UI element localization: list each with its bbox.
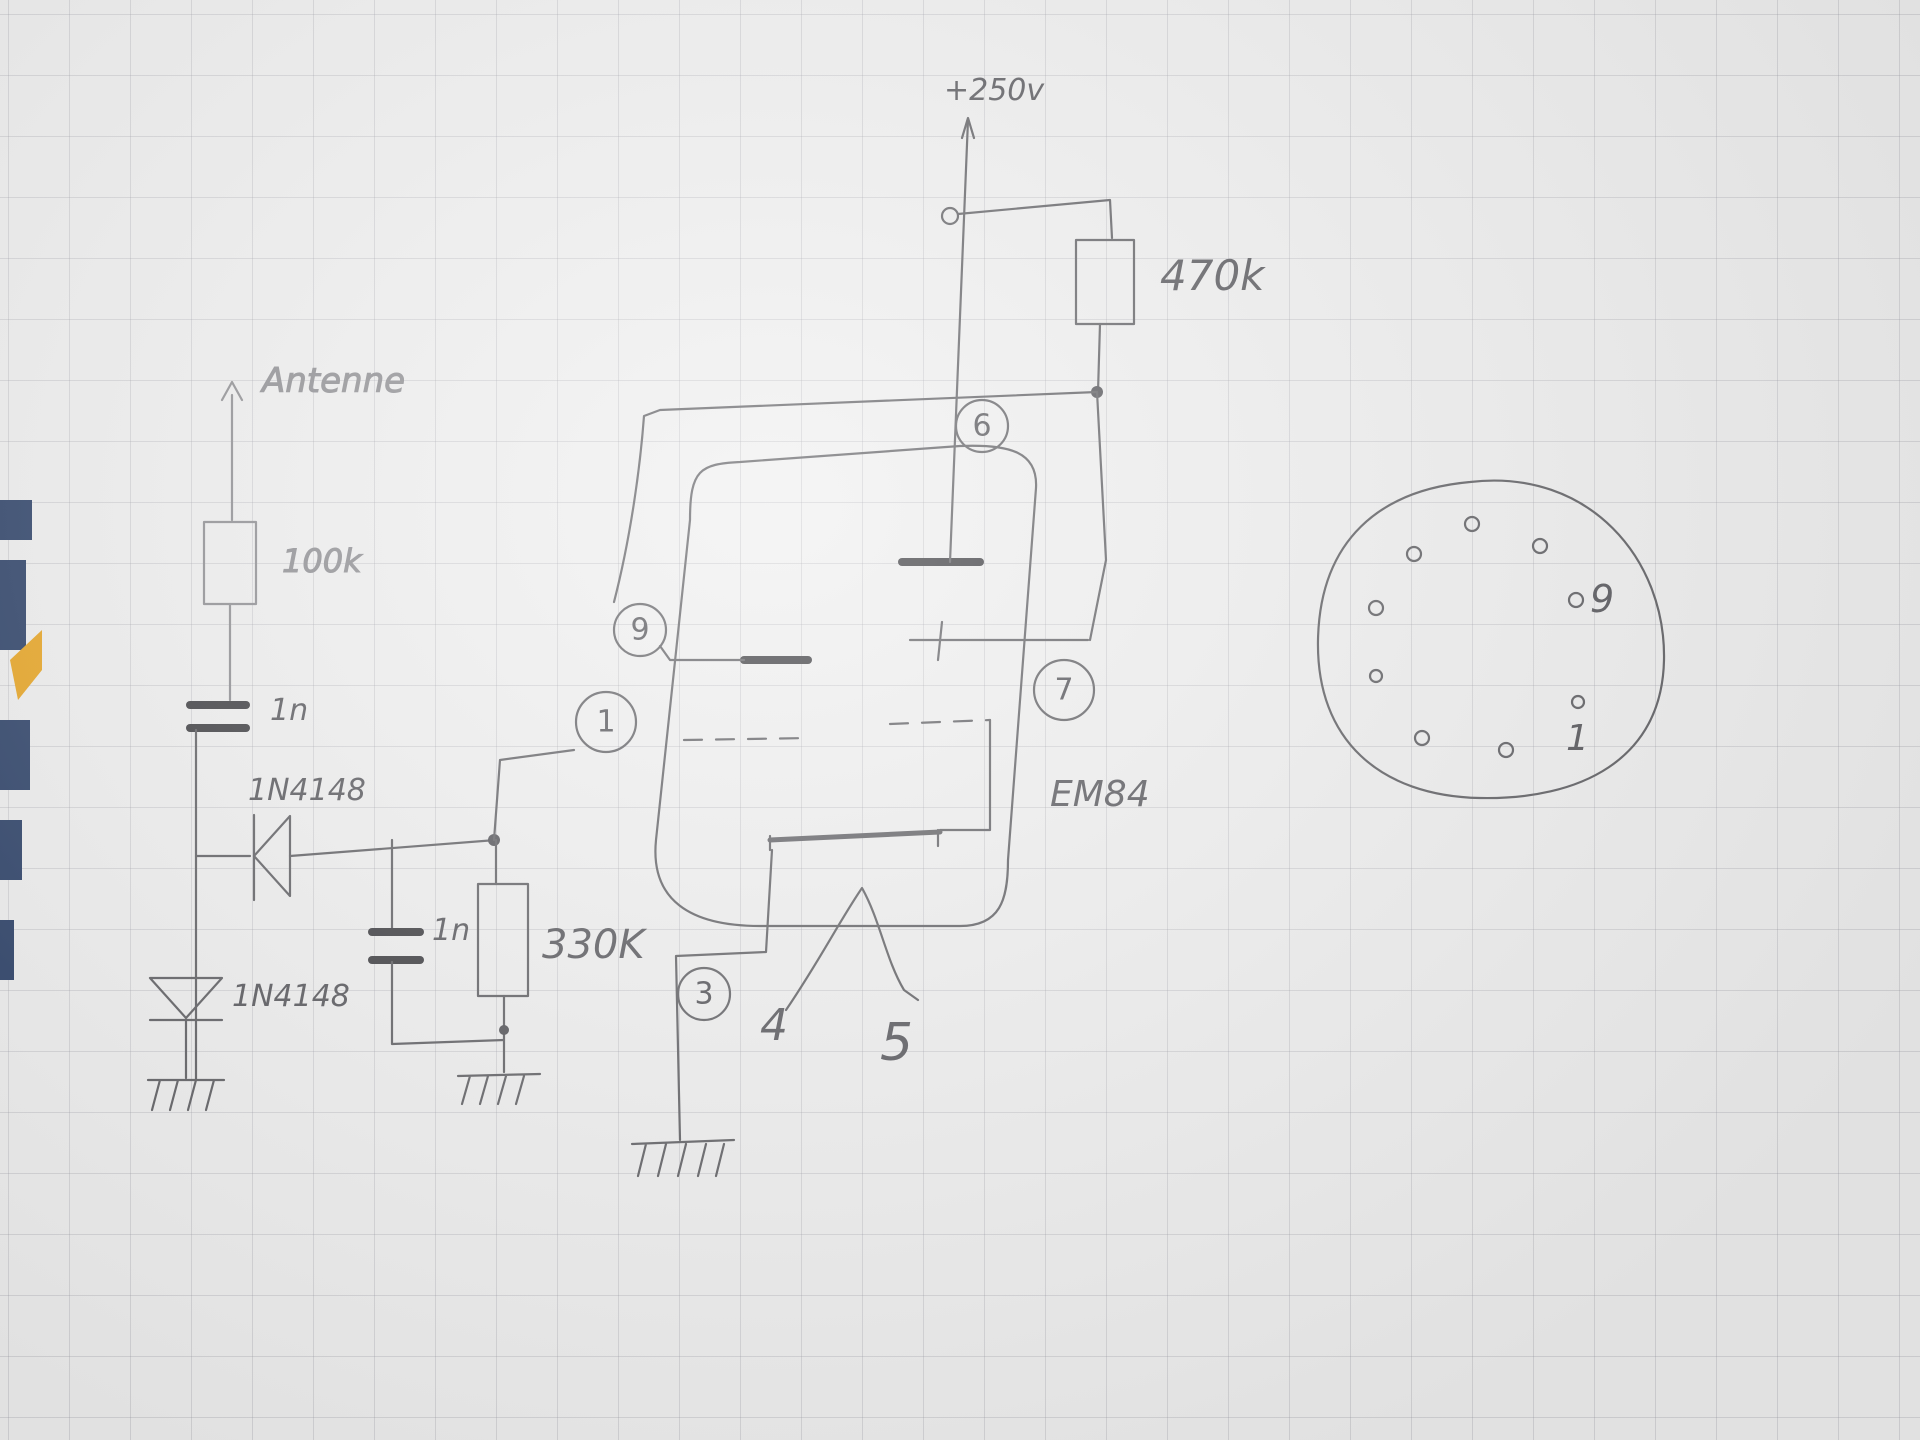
wire-470k-to-pin9 xyxy=(612,390,1099,604)
antenna-label: Antenne xyxy=(260,361,405,401)
pin-bubble-7 xyxy=(1032,658,1096,722)
pin-bubble-3 xyxy=(676,966,732,1022)
tube-envelope xyxy=(654,444,1038,928)
diode-bottom-triangle xyxy=(148,976,224,1020)
socket-pin-hole xyxy=(1497,741,1515,759)
diode-bottom-label: 1N4148 xyxy=(232,979,350,1014)
wire-node-to-pin1 xyxy=(492,748,576,842)
pin-9-label: 9 xyxy=(630,613,649,648)
ground-symbol-left xyxy=(146,1078,226,1112)
supply-label: +250v xyxy=(944,73,1045,108)
junction-node-ground xyxy=(499,1025,509,1035)
wire-cap-1n-mid-bottom xyxy=(390,960,506,1046)
socket-pin-hole xyxy=(1413,729,1431,747)
wire-470k-to-pin7 xyxy=(1088,390,1108,642)
socket-pin-9-label: 9 xyxy=(1590,577,1614,621)
diode-top-triangle xyxy=(252,814,292,898)
antenna-chain: Antenne 100k 1n 1N4148 1N4148 xyxy=(146,361,498,1112)
tube-type-label: EM84 xyxy=(1050,774,1150,815)
supply-arrow xyxy=(960,116,976,140)
pin-bubbles: 1 3 6 7 9 xyxy=(574,398,1096,1022)
pin-1-label: 1 xyxy=(596,705,615,740)
heater-pin-4-label: 4 xyxy=(760,1000,788,1051)
resistor-330k xyxy=(476,882,530,998)
heater-pin-5-label: 5 xyxy=(880,1013,913,1073)
cap-1n-mid-label: 1n xyxy=(432,913,470,948)
socket-pinout: 9 1 xyxy=(1316,479,1666,800)
pin-bubble-1 xyxy=(574,690,638,754)
supply-node xyxy=(940,206,960,226)
tube-grid-right xyxy=(888,718,992,726)
resistor-100k-label: 100k xyxy=(282,542,363,580)
em84-tube: 4 5 EM84 xyxy=(630,444,1150,1178)
wire-cathode-to-pin3 xyxy=(674,848,774,1142)
pin-3-label: 3 xyxy=(694,977,713,1012)
pin-bubble-9 xyxy=(612,602,668,658)
ground-symbol-tube xyxy=(630,1138,736,1178)
partial-logo xyxy=(0,500,42,980)
cap-1n-top-label: 1n xyxy=(270,693,308,728)
wire-pin9-to-deflector xyxy=(658,644,746,662)
rc-network: 1n 330K xyxy=(368,748,647,1106)
resistor-470k xyxy=(1074,238,1136,326)
resistor-330k-label: 330K xyxy=(542,922,647,968)
socket-pin-hole xyxy=(1531,537,1549,555)
tube-deflector-right-cross xyxy=(936,620,944,662)
wire-470k-bottom xyxy=(1096,322,1102,394)
resistor-100k xyxy=(202,520,258,606)
socket-pin-hole xyxy=(1368,668,1384,684)
socket-pin-hole xyxy=(1367,599,1385,617)
wire-supply-to-470k xyxy=(956,198,1114,240)
pin-7-label: 7 xyxy=(1054,673,1073,708)
supply-rail xyxy=(948,118,970,564)
resistor-470k-label: 470k xyxy=(1160,251,1266,300)
tube-heater-filament xyxy=(784,886,920,1012)
antenna-arrow xyxy=(220,380,244,402)
diode-top-label: 1N4148 xyxy=(248,773,366,808)
tube-grid-left xyxy=(682,736,812,742)
pin-6-label: 6 xyxy=(972,409,991,444)
supply-network: +250v 470k xyxy=(612,73,1266,662)
ground-symbol-middle xyxy=(456,1072,542,1106)
socket-pin-1-label: 1 xyxy=(1566,718,1589,759)
wire-grid-right-down xyxy=(938,718,992,832)
socket-pin-hole-9 xyxy=(1567,591,1585,609)
socket-pin-hole xyxy=(1405,545,1423,563)
socket-pin-hole xyxy=(1570,694,1586,710)
socket-outline xyxy=(1316,479,1666,800)
tube-cathode-bar xyxy=(767,829,943,843)
socket-pin-hole xyxy=(1463,515,1481,533)
